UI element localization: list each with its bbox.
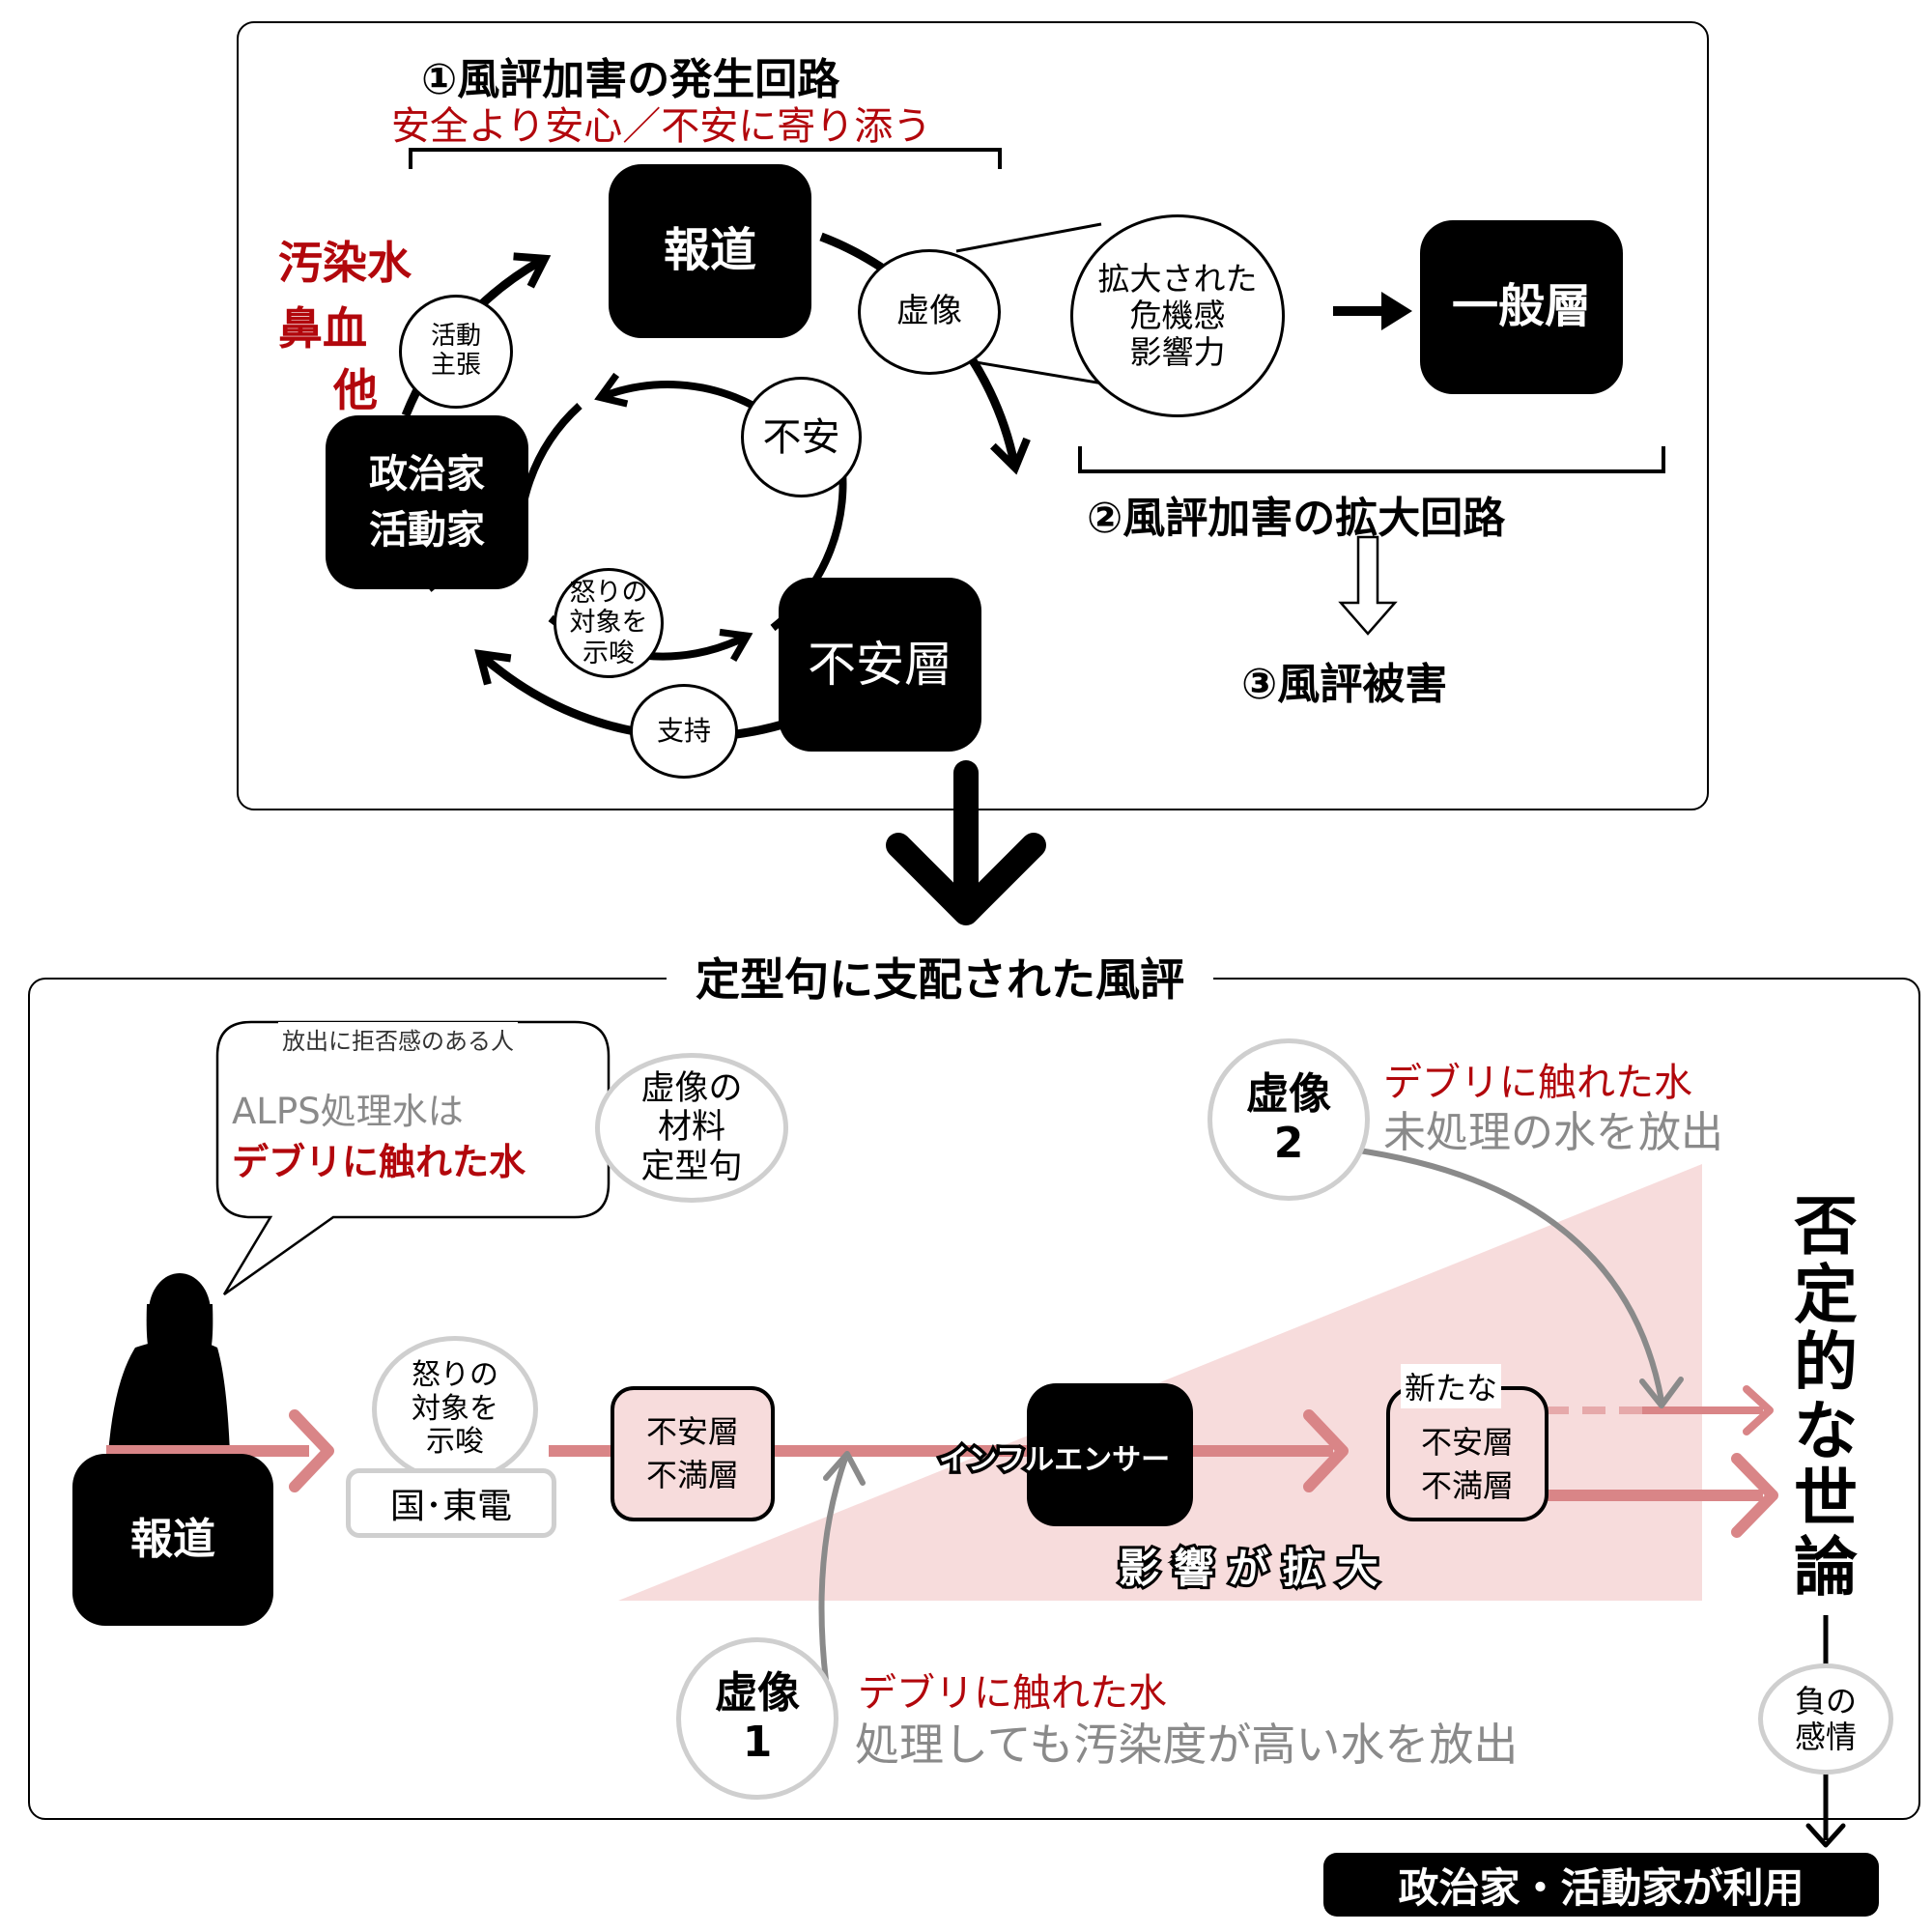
anger-bottom-line2: 対象を — [412, 1391, 498, 1426]
politicians-line1: 政治家 — [369, 452, 485, 497]
anger-bottom-line3: 示唆 — [426, 1425, 484, 1460]
falsehood2-circle: 虚像 2 — [1208, 1038, 1370, 1201]
opinion-char: 的 — [1794, 1325, 1858, 1401]
arrow-to-general — [1333, 292, 1412, 330]
opinion-char: 世 — [1794, 1462, 1858, 1537]
politicians-box: 政治家 活動家 — [326, 415, 528, 589]
flow-arrow-1 — [289, 1409, 334, 1492]
amplify-title: ②風評加害の拡大回路 — [1087, 494, 1506, 543]
opinion-char: 否 — [1794, 1189, 1858, 1264]
falsehood1-arrow-head — [823, 1451, 866, 1486]
top-subtitle: 安全より安心／不安に寄り添う — [391, 104, 932, 149]
activism-line1: 活動 — [430, 322, 481, 352]
speech-line2: デブリに触れた水 — [232, 1141, 526, 1183]
falsehood2-line2: 2 — [1273, 1119, 1304, 1168]
material-line1: 虚像の — [640, 1069, 743, 1109]
subtitle-bracket — [409, 148, 1002, 169]
opinion-char: な — [1794, 1393, 1858, 1468]
inner-cycle — [594, 372, 755, 410]
negative-emotion-line2: 感情 — [1794, 1718, 1857, 1755]
falsehood1-circle: 虚像 1 — [676, 1637, 838, 1800]
anxiety-circle: 不安 — [741, 377, 862, 497]
new-layer-line1: 不安層 — [1420, 1424, 1514, 1462]
anger-circle: 怒りの 対象を 示唆 — [554, 568, 664, 678]
red-example-1: 汚染水 — [278, 237, 412, 289]
zoom-line-top — [955, 222, 1102, 253]
media-box: 報道 — [609, 164, 811, 338]
influencer-box — [1027, 1383, 1193, 1526]
activism-circle: 活動 主張 — [399, 295, 513, 409]
layer-line1: 不安層 — [645, 1413, 739, 1451]
flow-arrow-lower — [1731, 1453, 1778, 1538]
speech-line1: ALPS処理水は — [232, 1091, 464, 1132]
influence-grows: 影 響 が 拡 大 — [1116, 1542, 1380, 1595]
big-down-arrow-head — [886, 833, 1046, 925]
opinion-char: 論 — [1794, 1530, 1858, 1605]
amplify-bracket — [1078, 446, 1665, 473]
activism-line2: 主張 — [430, 351, 481, 380]
layer-line2: 不満層 — [645, 1457, 739, 1493]
new-layer-box: 不安層 不満層 — [1386, 1386, 1548, 1521]
speech-bubble — [215, 1020, 611, 1296]
falsehood1-arrow — [818, 1458, 848, 1682]
opinion-down-arrow-head — [1805, 1823, 1846, 1848]
negative-opinion: 否 定 的 な 世 論 — [1782, 1189, 1869, 1605]
speech-caption: 放出に拒否感のある人 — [278, 1022, 518, 1056]
falsehood1-line1: 虚像 — [715, 1668, 800, 1719]
flow-arrow-upper — [1743, 1385, 1774, 1435]
red-example-2: 鼻血 — [278, 302, 367, 355]
negative-emotion-circle: 負の 感情 — [1758, 1663, 1893, 1775]
falsehood2-arrow — [1351, 1147, 1664, 1402]
new-layer-line2: 不満層 — [1420, 1467, 1514, 1504]
zoom-line3: 影響力 — [1129, 332, 1226, 371]
layer-box: 不安層 不満層 — [611, 1386, 775, 1521]
negative-emotion-line1: 負の — [1794, 1682, 1857, 1719]
anxious-layer-box: 不安層 — [779, 578, 981, 752]
bottom-title: 定型句に支配された風評 — [667, 945, 1213, 1009]
hollow-down-arrow — [1338, 535, 1398, 636]
bottom-media-box: 報道 — [72, 1454, 273, 1626]
falsehood2-red: デブリに触れた水 — [1383, 1061, 1692, 1105]
influencer-label: インフルエンサー — [935, 1440, 1173, 1481]
falsehood1-gray: 処理しても汚染度が高い水を放出 — [855, 1719, 1519, 1771]
red-example-3: 他 — [333, 364, 378, 416]
outer-cycle — [474, 649, 784, 742]
new-layer-label: 新たな — [1401, 1364, 1502, 1408]
falsehood1-line2: 1 — [742, 1718, 773, 1767]
falsehood2-line1: 虚像 — [1246, 1069, 1331, 1120]
opinion-char: 定 — [1794, 1257, 1858, 1332]
zoom-line1: 拡大された — [1097, 260, 1258, 298]
general-layer-box: 一般層 — [1420, 220, 1623, 394]
material-line2: 材料 — [657, 1108, 725, 1148]
zoom-circle: 拡大された 危機感 影響力 — [1070, 214, 1285, 417]
material-circle: 虚像の 材料 定型句 — [595, 1053, 788, 1203]
top-title: ①風評加害の発生回路 — [421, 55, 840, 104]
person-body — [108, 1339, 230, 1454]
anger-circle-bottom: 怒りの 対象を 示唆 — [372, 1336, 538, 1483]
anger-line1: 怒りの — [569, 578, 648, 609]
target-box: 国･東電 — [346, 1468, 556, 1538]
zoom-line2: 危機感 — [1129, 297, 1226, 335]
anger-bottom-line1: 怒りの — [412, 1358, 498, 1393]
falsehood2-gray: 未処理の水を放出 — [1383, 1108, 1723, 1157]
damage-title: ③風評被害 — [1241, 660, 1448, 709]
support-circle: 支持 — [630, 684, 738, 779]
material-line3: 定型句 — [640, 1147, 743, 1186]
anger-line3: 示唆 — [582, 638, 635, 668]
anger-line2: 対象を — [569, 608, 648, 639]
falsehood2-arrow-head — [1639, 1377, 1684, 1408]
flow-arrow-2 — [1303, 1409, 1349, 1492]
falsehood1-red: デブリに触れた水 — [858, 1671, 1167, 1716]
politicians-line2: 活動家 — [369, 508, 485, 553]
used-by-banner: 政治家・活動家が利用 — [1323, 1853, 1879, 1917]
falsehood-circle: 虚像 — [858, 249, 1001, 375]
